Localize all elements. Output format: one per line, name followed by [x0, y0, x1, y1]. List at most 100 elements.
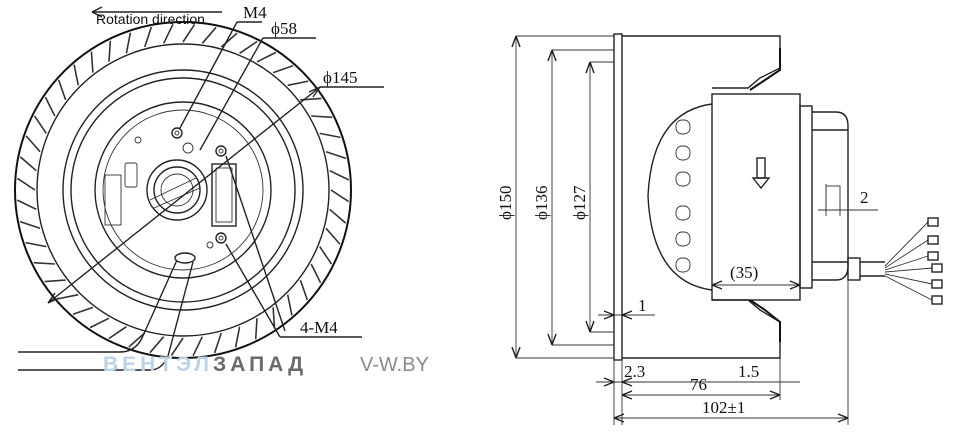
m4-leader	[179, 21, 238, 129]
dia145-label: ϕ145	[323, 68, 357, 87]
rotation-direction-label: Rotation direction	[96, 11, 205, 27]
impeller-blade	[234, 326, 241, 348]
screw-hole-right-bottom	[215, 232, 227, 244]
impeller-front-plate	[613, 33, 623, 361]
cable-entry	[174, 252, 196, 264]
m4x4-label: 4-M4	[300, 318, 338, 337]
impeller-blade	[272, 307, 276, 329]
impeller-blade	[329, 208, 347, 224]
impeller-blade	[286, 294, 293, 316]
impeller-blade	[254, 318, 258, 340]
impeller-blade	[299, 279, 309, 301]
back-plate-step	[749, 48, 781, 91]
impeller-blade	[72, 306, 94, 316]
dim-35-label: (35)	[730, 263, 758, 282]
balance-hole	[206, 241, 214, 249]
shaft-hatch	[149, 177, 197, 201]
dim-2-label: 2	[860, 188, 869, 207]
impeller-blade	[272, 64, 294, 74]
impeller-outer-rim	[14, 21, 352, 359]
dia136-arrows	[547, 49, 557, 346]
balance-hole	[134, 136, 142, 144]
airflow-arrow-icon	[751, 157, 771, 190]
impeller-blade	[44, 96, 56, 117]
connector-wire	[884, 221, 929, 267]
cable-bundle	[860, 261, 885, 277]
impeller-blade	[25, 241, 47, 248]
impeller-blade	[125, 32, 132, 54]
impeller-blade	[33, 261, 55, 265]
impeller-inner-rim	[36, 43, 330, 337]
impeller-blade	[329, 169, 350, 181]
cooling-fin	[675, 257, 691, 273]
impeller-blade	[108, 326, 127, 340]
impeller-blade	[319, 246, 333, 265]
impeller-blade	[182, 23, 196, 43]
screw-hole-top	[171, 127, 183, 139]
connector-terminal-icon	[931, 295, 943, 305]
motor-flange	[799, 105, 813, 289]
front-view: Rotation direction M4 ϕ58 ϕ145 4-M4	[14, 3, 384, 371]
impeller-blade	[19, 220, 41, 230]
impeller-blade	[89, 317, 110, 329]
impeller-blade	[162, 23, 174, 44]
impeller-blade	[213, 332, 223, 354]
motor-face-inner	[102, 109, 264, 271]
shaft-hatch	[153, 187, 201, 209]
cable-gland	[847, 257, 861, 281]
dim-76-arrows	[621, 390, 781, 400]
label-plate-inner	[215, 167, 233, 223]
watermark-site: V-W.BY	[360, 354, 429, 376]
impeller-blade	[311, 115, 333, 119]
impeller-blade	[128, 332, 146, 348]
m4-label: M4	[243, 3, 267, 22]
connector-wire	[884, 255, 929, 271]
back-plate-step	[749, 299, 781, 342]
impeller-blade	[256, 51, 277, 63]
motor-dome	[647, 103, 713, 291]
m4x4-leader	[225, 243, 281, 338]
connector-terminal-icon	[931, 279, 943, 289]
dia136-label: ϕ136	[532, 186, 551, 220]
connector-terminal-icon	[927, 235, 939, 245]
rating-plate-left	[104, 174, 122, 226]
connector-terminal-icon	[927, 251, 939, 261]
shaft-outer	[146, 159, 208, 221]
dim-1-arrows	[603, 310, 633, 320]
impeller-blade	[192, 336, 204, 357]
back-plate-top	[622, 35, 781, 89]
dia145-arrow	[47, 292, 60, 304]
dim-35-arrows	[711, 280, 801, 290]
impeller-blades	[16, 23, 350, 357]
impeller-blade	[310, 263, 322, 284]
impeller-blade	[108, 40, 112, 62]
dia127-label: ϕ127	[570, 185, 589, 220]
impeller-blade	[90, 51, 94, 73]
impeller-blade	[325, 227, 341, 245]
watermark-brand: ВЕНТЭЛЗАПАД	[103, 353, 307, 376]
motor-rear-cap	[812, 111, 849, 281]
m4x4-leader	[225, 155, 286, 332]
connector-wires	[884, 217, 943, 305]
impeller-blade	[239, 40, 258, 54]
impeller-blade	[25, 135, 41, 153]
connector-wire	[884, 239, 929, 269]
impeller-blade	[57, 79, 67, 101]
impeller-blade	[16, 199, 37, 211]
dia145-dimension-line	[47, 86, 321, 304]
watermark: ВЕНТЭЛЗАПАД V-W.BY	[103, 353, 429, 376]
impeller-blade	[57, 293, 79, 300]
connector-wire	[884, 273, 933, 285]
dia145-arrow	[308, 86, 321, 98]
dia58-leader	[199, 37, 264, 151]
connector-wire	[884, 267, 933, 273]
dia150-arrows	[511, 35, 521, 359]
dim-76-label: 76	[690, 375, 707, 394]
dim-1-label: 1	[638, 296, 647, 315]
impeller-blade	[220, 32, 238, 48]
impeller-blade	[16, 177, 36, 191]
cooling-fins	[675, 119, 691, 273]
impeller-blade	[287, 80, 309, 87]
cooling-fin	[675, 231, 691, 247]
hub-outer	[62, 69, 304, 311]
